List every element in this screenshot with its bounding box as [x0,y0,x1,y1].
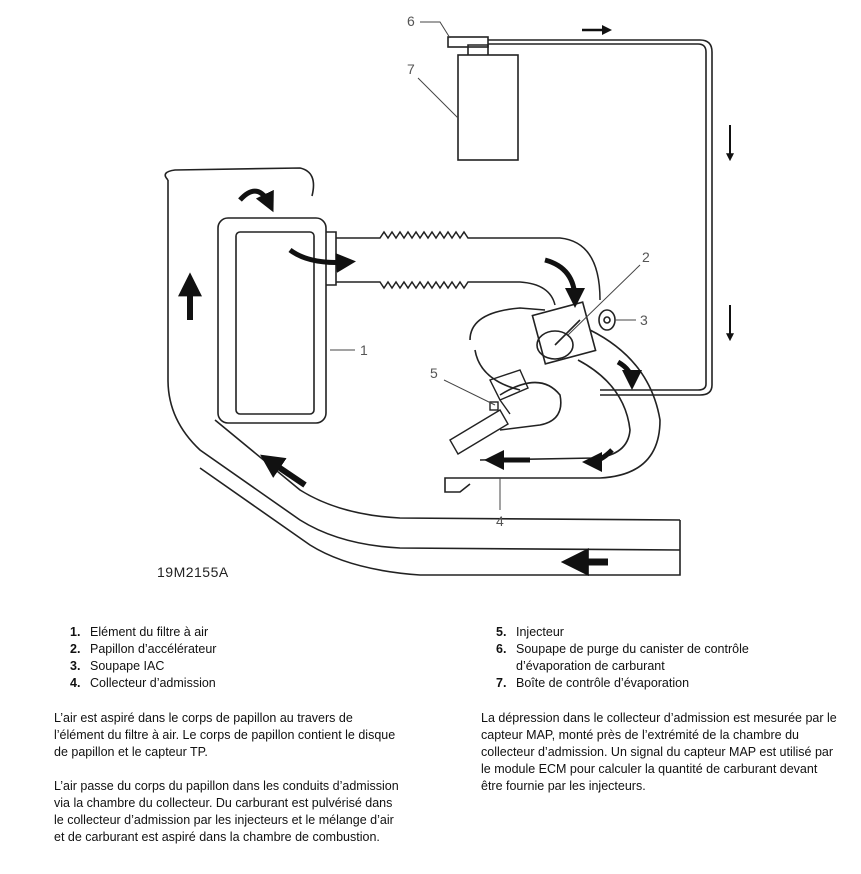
callout-4: 4 [496,513,504,529]
paragraph-left-2: L’air passe du corps du papillon dans le… [54,779,399,844]
iac-valve [598,309,616,331]
callout-2: 2 [642,249,650,265]
paragraph-left-1: L’air est aspiré dans le corps de papill… [54,711,396,759]
callout-3: 3 [640,312,648,328]
paragraph-right-1: La dépression dans le collecteur d’admis… [481,711,837,793]
fuel-injector [449,369,529,455]
intake-manifold [444,307,661,493]
flow-arrows [178,25,734,576]
figure-reference: 19M2155A [157,564,229,580]
legend-item: 1.Elément du filtre à air [70,625,209,639]
legend-item: 7.Boîte de contrôle d’évaporation [496,676,690,690]
callout-6: 6 [407,13,415,29]
legend-item: 4.Collecteur d’admission [70,676,216,690]
evap-canister [447,36,713,396]
legend-item: 3.Soupape IAC [70,659,165,673]
legend-right: 5.Injecteur 6.Soupape de purge du canist… [496,624,749,692]
intake-system-diagram: 1 2 3 4 5 6 7 19M2155A [157,13,734,580]
callout-5: 5 [430,365,438,381]
legend-item: 6.Soupape de purge du canister de contrô… [496,642,749,673]
throttle-body [531,301,597,365]
leader-lines [330,21,641,510]
corrugated-hose [336,230,601,306]
callout-1: 1 [360,342,368,358]
legend-item: 2.Papillon d’accélérateur [70,642,217,656]
legend-left: 1.Elément du filtre à air 2.Papillon d’a… [70,624,216,692]
air-filter-element [217,217,337,424]
intake-duct [164,167,681,576]
legend-item: 5.Injecteur [496,625,564,639]
callout-7: 7 [407,61,415,77]
